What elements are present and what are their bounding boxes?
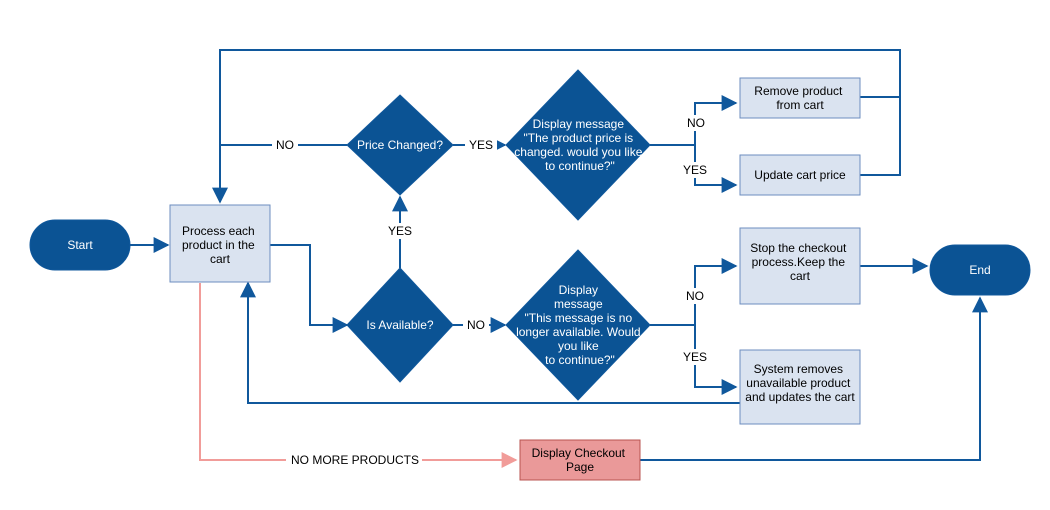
- process-line-1: Process each: [182, 224, 255, 238]
- stop-checkout-text: Stop the checkout process.Keep the cart: [750, 241, 849, 283]
- start-node: Start: [29, 219, 131, 271]
- label-message1-yes: YES: [683, 163, 707, 177]
- system-removes-node: System removes unavailable product and u…: [739, 349, 861, 425]
- stop-checkout-line-1: Stop the checkout: [750, 241, 847, 255]
- remove-product-node: Remove product from cart: [739, 77, 861, 119]
- label-no-more-products: NO MORE PRODUCTS: [291, 453, 419, 467]
- available-message-line-3: "This message is no: [525, 311, 633, 325]
- edge-system-removes-to-process: [240, 281, 740, 404]
- available-message-node: Display message "This message is no long…: [505, 249, 651, 401]
- label-available-no: NO: [467, 318, 485, 332]
- edge-checkout-to-end: [640, 296, 988, 461]
- update-price-node: Update cart price: [739, 154, 861, 196]
- price-message-node: Display message "The product price is ch…: [505, 69, 651, 221]
- edge-price-no-to-process: [212, 144, 347, 204]
- label-message2-no: NO: [686, 289, 704, 303]
- process-line-2: product in the: [182, 238, 255, 252]
- system-removes-line-3: and updates the cart: [745, 390, 855, 404]
- is-available-node: Is Available?: [346, 267, 454, 383]
- is-available-label: Is Available?: [366, 318, 433, 332]
- remove-product-line-1: Remove product: [754, 84, 843, 98]
- stop-checkout-line-3: cart: [790, 269, 811, 283]
- system-removes-text: System removes unavailable product and u…: [745, 362, 855, 404]
- connectors: [130, 49, 988, 468]
- process-text: Process each product in the cart: [182, 224, 258, 266]
- system-removes-line-2: unavailable product: [746, 376, 851, 390]
- edge-message1-yes-to-update: [694, 145, 738, 193]
- update-price-text: Update cart price: [754, 168, 846, 182]
- process-line-3: cart: [210, 252, 231, 266]
- price-message-line-4: to continue?": [545, 159, 615, 173]
- available-message-line-6: to continue?": [545, 353, 615, 367]
- system-removes-line-1: System removes: [754, 362, 843, 376]
- price-changed-node: Price Changed?: [346, 94, 454, 196]
- checkout-page-text: Display Checkout Page: [532, 446, 629, 474]
- checkout-page-node: Display Checkout Page: [519, 439, 641, 481]
- start-label: Start: [67, 238, 93, 252]
- end-label: End: [969, 263, 990, 277]
- edge-process-to-is-available: [270, 244, 349, 333]
- label-available-yes: YES: [388, 224, 412, 238]
- price-message-text: Display message "The product price is ch…: [514, 117, 645, 173]
- label-price-no: NO: [276, 138, 294, 152]
- label-price-yes: YES: [469, 138, 493, 152]
- remove-product-text: Remove product from cart: [754, 84, 845, 112]
- price-message-line-1: Display message: [533, 117, 625, 131]
- price-message-line-3: changed. would you like: [514, 145, 642, 159]
- process-node: Process each product in the cart: [169, 204, 271, 283]
- checkout-page-line-2: Page: [566, 460, 594, 474]
- available-message-line-4: longer available. Would: [516, 325, 641, 339]
- price-changed-label: Price Changed?: [357, 138, 443, 152]
- stop-checkout-line-2: process.Keep the: [752, 255, 846, 269]
- checkout-page-line-1: Display Checkout: [532, 446, 626, 460]
- stop-checkout-node: Stop the checkout process.Keep the cart: [739, 227, 861, 305]
- available-message-line-2: message: [554, 297, 603, 311]
- label-message1-no: NO: [687, 116, 705, 130]
- available-message-line-5: you like: [558, 339, 599, 353]
- edge-labels: NO YES YES NO NO YES NO YES NO MORE PROD…: [272, 115, 711, 468]
- available-message-text: Display message "This message is no long…: [516, 283, 644, 367]
- available-message-line-1: Display: [559, 283, 598, 297]
- label-message2-yes: YES: [683, 350, 707, 364]
- edge-update-to-loop: [219, 49, 901, 176]
- remove-product-line-2: from cart: [776, 98, 824, 112]
- edge-message2-yes-to-system-removes: [694, 325, 738, 395]
- price-message-line-2: "The product price is: [524, 131, 634, 145]
- update-price-line-1: Update cart price: [754, 168, 846, 182]
- end-node: End: [929, 244, 1031, 296]
